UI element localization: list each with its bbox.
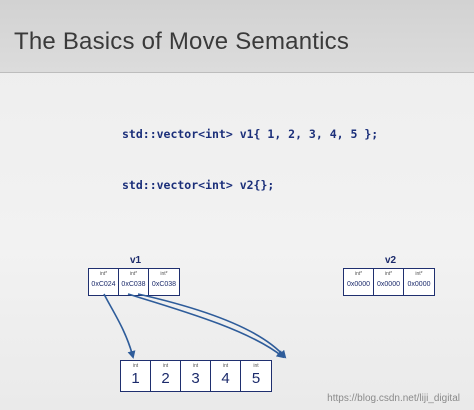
v2-cell-1: int* 0x0000: [374, 269, 404, 295]
v1-cell-1: int* 0xC038: [119, 269, 149, 295]
heap-cell-0-type: int: [132, 363, 139, 369]
v1-cell-0-type: int*: [99, 271, 108, 277]
heap-cell-0: int 1: [121, 361, 151, 391]
heap-cell-2-value: 3: [191, 370, 200, 387]
v2-cell-0: int* 0x0000: [344, 269, 374, 295]
v2-label: v2: [385, 255, 397, 266]
arrow-v1-2-to-heap-4: [137, 293, 287, 359]
v2-array: int* 0x0000 int* 0x0000 int* 0x0000: [343, 268, 435, 296]
v1-array: int* 0xC024 int* 0xC038 int* 0xC038: [88, 268, 180, 296]
heap-cell-0-value: 1: [131, 370, 140, 387]
heap-cell-4-value: 5: [251, 370, 261, 387]
heap-cell-2: int 3: [181, 361, 211, 391]
v1-cell-2: int* 0xC038: [149, 269, 179, 295]
v1-cell-2-type: int*: [160, 271, 168, 277]
v1-cell-2-value: 0xC038: [151, 281, 177, 288]
v1-cell-0-value: 0xC024: [91, 281, 116, 288]
v2-cell-2: int* 0x0000: [404, 269, 434, 295]
heap-cell-4: int 5: [241, 361, 271, 391]
heap-cell-3-type: int: [222, 363, 229, 369]
v2-cell-0-type: int*: [354, 271, 363, 277]
v2-cell-2-value: 0x0000: [407, 281, 431, 288]
v2-cell-1-value: 0x0000: [377, 281, 400, 288]
heap-cell-4-type: int: [253, 363, 259, 369]
heap-cell-1-value: 2: [161, 370, 170, 387]
v2-cell-0-value: 0x0000: [347, 281, 370, 288]
v2-cell-2-type: int*: [415, 271, 423, 277]
watermark: https://blog.csdn.net/liji_digital: [327, 393, 460, 404]
v1-cell-0: int* 0xC024: [89, 269, 119, 295]
arrow-v1-1-to-heap-4: [127, 293, 285, 359]
heap-array: int 1 int 2 int 3 int 4 int 5: [120, 360, 272, 392]
v1-cell-1-type: int*: [129, 271, 138, 277]
heap-cell-2-type: int: [192, 363, 199, 369]
v1-cell-1-value: 0xC038: [121, 281, 146, 288]
slide-title: The Basics of Move Semantics: [14, 28, 350, 55]
heap-cell-3-value: 4: [221, 370, 230, 387]
v2-cell-1-type: int*: [384, 271, 393, 277]
v1-label: v1: [130, 255, 142, 266]
code-line-1: std::vector<int> v1{ 1, 2, 3, 4, 5 };: [122, 127, 379, 141]
arrow-v1-0-to-heap-0: [103, 293, 136, 359]
heap-cell-1-type: int: [162, 363, 169, 369]
heap-cell-1: int 2: [151, 361, 181, 391]
heap-cell-3: int 4: [211, 361, 241, 391]
title-bar: The Basics of Move Semantics: [0, 0, 474, 73]
code-line-2: std::vector<int> v2{};: [122, 178, 275, 192]
